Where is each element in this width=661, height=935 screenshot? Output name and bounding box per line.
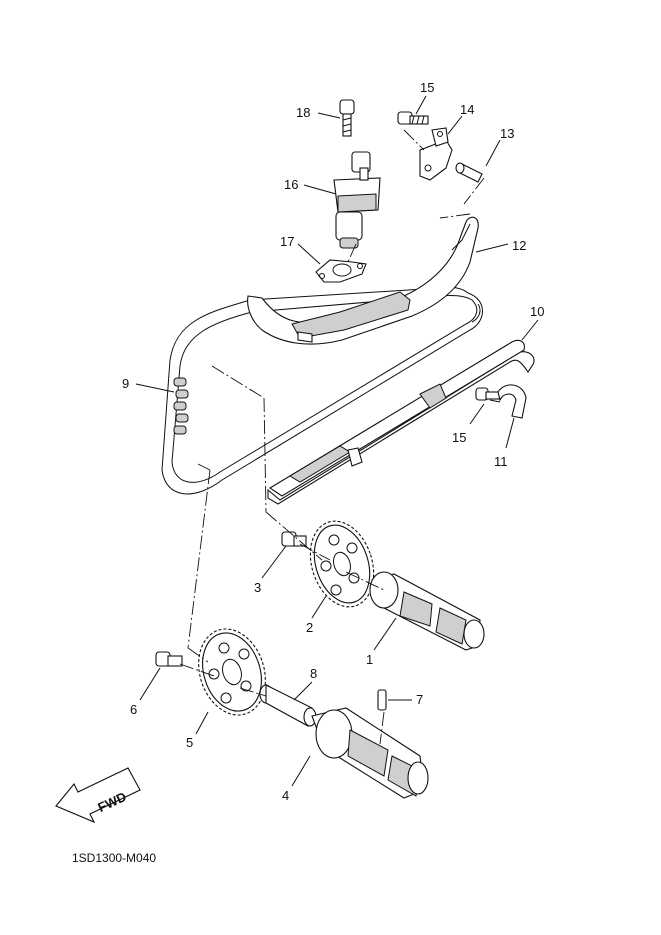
tensioner-gasket xyxy=(315,259,367,283)
tensioner-bolt xyxy=(339,99,355,137)
chain-links xyxy=(173,377,189,435)
guide-pin xyxy=(455,162,483,183)
guide-clip xyxy=(497,384,527,419)
label-part-16: 16 xyxy=(284,177,298,192)
camshaft-pin xyxy=(377,689,387,711)
label-part-12: 12 xyxy=(512,238,526,253)
label-part-5: 5 xyxy=(186,735,193,750)
camshaft-upper xyxy=(369,571,485,651)
part-number-labels: 1 2 3 4 5 6 7 8 9 10 11 12 13 14 15 15 1… xyxy=(122,80,544,803)
label-part-13: 13 xyxy=(500,126,514,141)
sprocket-bolt-upper xyxy=(281,531,307,547)
guide-bracket xyxy=(419,127,453,181)
label-part-14: 14 xyxy=(460,102,474,117)
label-part-15-top: 15 xyxy=(420,80,434,95)
label-part-6: 6 xyxy=(130,702,137,717)
guide-bolt-right xyxy=(475,387,501,401)
cam-sprocket-lower xyxy=(198,628,266,716)
diagram-code: 1SD1300-M040 xyxy=(72,851,156,865)
label-part-18: 18 xyxy=(296,105,310,120)
label-part-3: 3 xyxy=(254,580,261,595)
leader-lines xyxy=(135,95,539,787)
label-part-11: 11 xyxy=(494,454,508,469)
decompression-shaft xyxy=(259,684,317,727)
camshaft-lower xyxy=(311,707,429,799)
bracket-bolt-top xyxy=(397,111,429,125)
label-part-10: 10 xyxy=(530,304,544,319)
forward-arrow-icon: FWD xyxy=(55,767,141,824)
label-part-17: 17 xyxy=(280,234,294,249)
chain-tensioner xyxy=(333,151,381,249)
chain-guide-long xyxy=(267,339,535,505)
label-part-15-right: 15 xyxy=(452,430,466,445)
label-part-1: 1 xyxy=(366,652,373,667)
cam-sprocket-upper xyxy=(309,520,375,608)
label-part-8: 8 xyxy=(310,666,317,681)
sprocket-bolt-lower xyxy=(155,651,183,667)
label-part-9: 9 xyxy=(122,376,129,391)
assembly-lines xyxy=(179,129,501,745)
label-part-2: 2 xyxy=(306,620,313,635)
label-part-7: 7 xyxy=(416,692,423,707)
chain-guide-upper xyxy=(247,216,479,345)
label-part-4: 4 xyxy=(282,788,289,803)
